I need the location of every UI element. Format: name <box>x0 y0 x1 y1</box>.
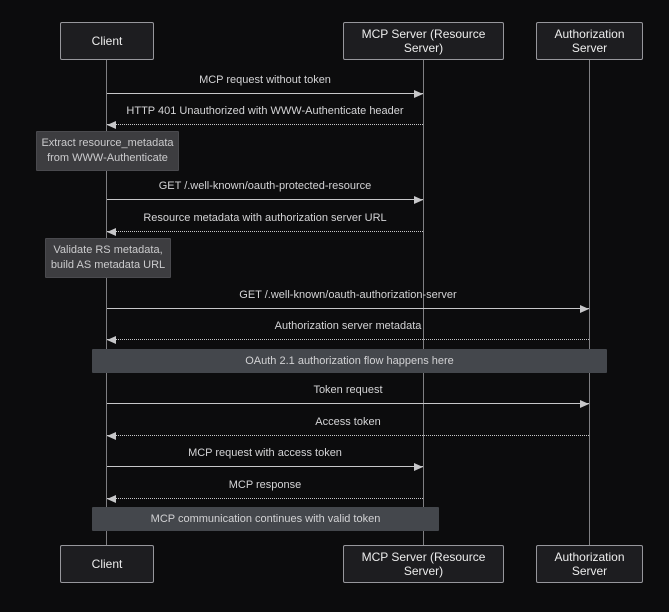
message-access-token: Access token <box>107 416 589 440</box>
message-label: Access token <box>315 416 381 428</box>
message-get-protected-resource: GET /.well-known/oauth-protected-resourc… <box>107 180 423 204</box>
message-resource-metadata: Resource metadata with authorization ser… <box>107 212 423 236</box>
actor-mcp-server-bottom: MCP Server (Resource Server) <box>343 545 504 583</box>
actor-label: MCP Server (Resource Server) <box>361 26 486 55</box>
message-mcp-response: MCP response <box>107 479 423 503</box>
message-label: HTTP 401 Unauthorized with WWW-Authentic… <box>126 105 404 117</box>
arrow-left-icon <box>107 120 423 129</box>
arrow-left-icon <box>107 335 589 344</box>
actor-auth-server-bottom: Authorization Server <box>536 545 643 583</box>
actor-label: Client <box>91 33 123 48</box>
message-label: GET /.well-known/oauth-authorization-ser… <box>239 289 457 301</box>
lifeline-auth-server <box>589 60 590 546</box>
actor-mcp-server-top: MCP Server (Resource Server) <box>343 22 504 60</box>
note-line: from WWW-Authenticate <box>47 152 168 164</box>
message-mcp-request-without-token: MCP request without token <box>107 74 423 98</box>
lifeline-mcp-server <box>423 60 424 546</box>
lifeline-client <box>106 60 107 546</box>
message-label: MCP request without token <box>199 74 331 86</box>
message-authorization-server-metadata: Authorization server metadata <box>107 320 589 344</box>
arrow-right-icon <box>107 89 423 98</box>
message-label: MCP response <box>228 479 302 491</box>
arrow-left-icon <box>107 494 423 503</box>
note-line: Validate RS metadata, <box>53 244 163 256</box>
actor-auth-server-top: Authorization Server <box>536 22 643 60</box>
band-label: OAuth 2.1 authorization flow happens her… <box>245 355 454 367</box>
note-validate-rs-metadata: Validate RS metadata, build AS metadata … <box>45 238 171 278</box>
message-get-authorization-server: GET /.well-known/oauth-authorization-ser… <box>107 289 589 313</box>
message-label: Authorization server metadata <box>274 320 422 332</box>
arrow-right-icon <box>107 195 423 204</box>
actor-label: Client <box>91 556 123 571</box>
note-line: build AS metadata URL <box>50 259 166 271</box>
band-label: MCP communication continues with valid t… <box>150 513 381 525</box>
actor-label: Authorization Server <box>554 26 625 55</box>
band-oauth-flow: OAuth 2.1 authorization flow happens her… <box>92 349 607 373</box>
note-line: Extract resource_metadata <box>41 137 174 149</box>
message-label: GET /.well-known/oauth-protected-resourc… <box>158 180 372 192</box>
arrow-left-icon <box>107 431 589 440</box>
actor-client-bottom: Client <box>60 545 154 583</box>
message-mcp-request-with-token: MCP request with access token <box>107 447 423 471</box>
actor-label: Authorization Server <box>554 549 625 578</box>
note-extract-resource-metadata: Extract resource_metadata from WWW-Authe… <box>36 131 179 171</box>
actor-client-top: Client <box>60 22 154 60</box>
message-token-request: Token request <box>107 384 589 408</box>
actor-label: MCP Server (Resource Server) <box>361 549 486 578</box>
message-label: Resource metadata with authorization ser… <box>143 212 387 224</box>
message-label: Token request <box>313 384 383 396</box>
arrow-right-icon <box>107 462 423 471</box>
message-label: MCP request with access token <box>188 447 342 459</box>
arrow-left-icon <box>107 227 423 236</box>
band-mcp-communication: MCP communication continues with valid t… <box>92 507 439 531</box>
message-http-401: HTTP 401 Unauthorized with WWW-Authentic… <box>107 105 423 129</box>
arrow-right-icon <box>107 304 589 313</box>
arrow-right-icon <box>107 399 589 408</box>
